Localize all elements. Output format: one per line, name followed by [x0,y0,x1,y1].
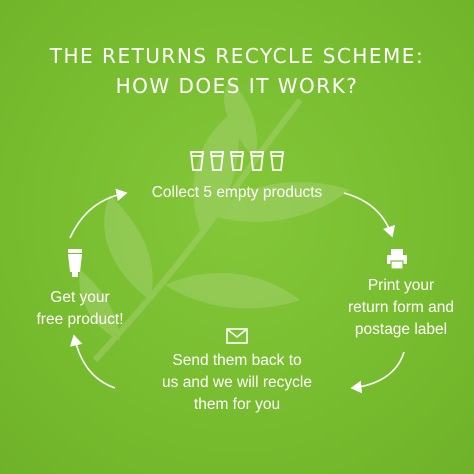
printer-icon [387,249,407,270]
step-print-label: Print your return form and postage label [326,275,474,341]
five-empty-products-icon [189,151,285,171]
step-get-label: Get your free product! [20,287,140,331]
arrow-send-to-get [69,334,116,389]
print-line-1: Print your [367,277,435,294]
print-line-3: postage label [354,321,448,338]
title-line-1: THE RETURNS RECYCLE SCHEME: [49,44,425,68]
arrow-print-to-send [350,351,405,394]
step-send-label: Send them back to us and we will recycle… [150,350,324,416]
arrow-collect-to-print [343,192,396,238]
envelope-icon [226,328,248,344]
send-line-1: Send them back to [172,352,302,369]
get-line-1: Get your [50,289,110,306]
send-line-2: us and we will recycle [162,374,312,391]
step-collect-label: Collect 5 empty products [151,184,323,201]
print-line-2: return form and [348,299,454,316]
product-tube-icon [68,249,82,277]
arrow-get-to-collect [69,188,128,239]
title-line-2: HOW DOES IT WORK? [115,74,359,98]
get-line-2: free product! [36,311,124,328]
send-line-3: them for you [193,396,281,413]
